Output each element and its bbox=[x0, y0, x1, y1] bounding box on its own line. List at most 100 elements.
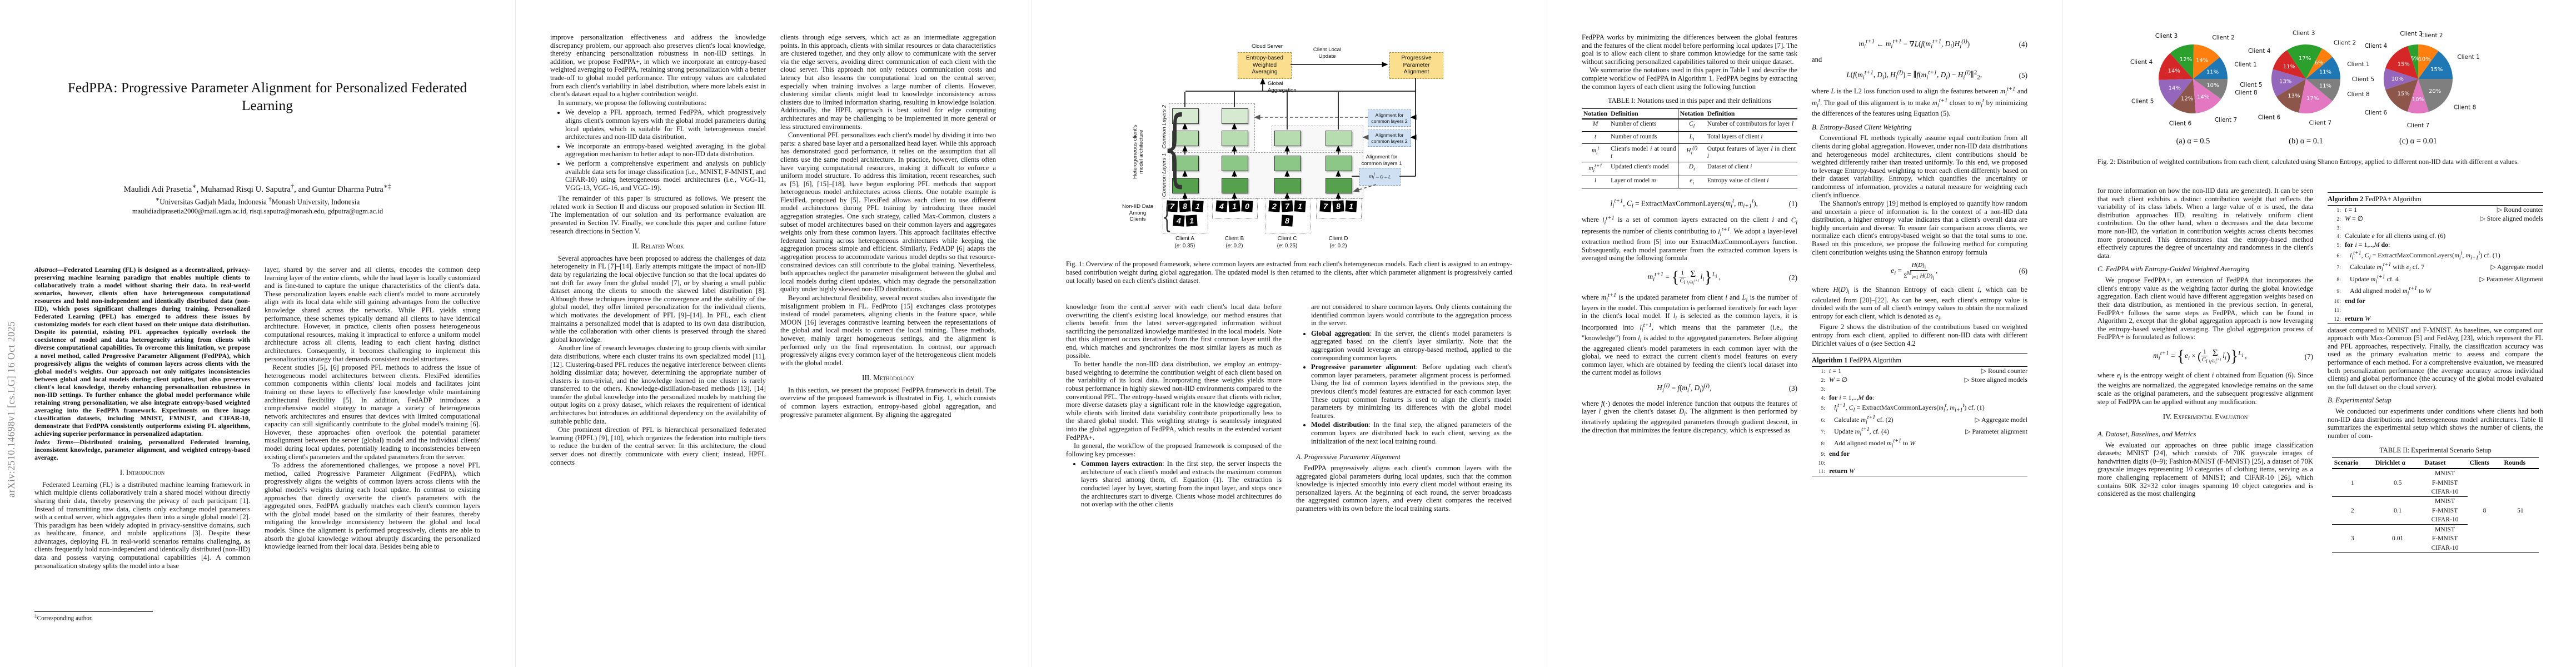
list-item: We develop a PFL approach, termed FedPPA… bbox=[565, 108, 766, 141]
model-layer-box bbox=[1172, 108, 1199, 124]
algorithm-statement: Add aligned model mit+1 to W bbox=[1829, 438, 1916, 449]
algorithm-line: 5: lit+1, Cl = ExtractMaxCommonLayers(mi… bbox=[1812, 402, 2027, 414]
table-cell bbox=[2502, 496, 2539, 506]
list-item: Progressive parameter alignment: Before … bbox=[1311, 363, 1512, 420]
pie-slice-client-4 bbox=[2158, 53, 2193, 80]
paper-authors: Maulidi Adi Prasetia∗, Muhamad Risqi U. … bbox=[123, 182, 392, 194]
svg-text:20%: 20% bbox=[2429, 88, 2441, 94]
table-cell bbox=[2373, 496, 2423, 506]
paper-emails: maulidiadiprasetia2000@mail.ugm.ac.id, r… bbox=[132, 207, 383, 215]
algorithm-line: 6: lit+1, Cl = ExtractMaxCommonLayers(mi… bbox=[2328, 250, 2543, 261]
algorithm-line: 1:t = 1▷ Round counter bbox=[1812, 367, 2027, 376]
column-2: layer, shared by the server and all clie… bbox=[265, 266, 480, 623]
algorithm-statement bbox=[1829, 385, 2027, 394]
pie-slice-client-5 bbox=[2271, 69, 2306, 97]
table-cell bbox=[2373, 543, 2423, 552]
algorithm-line-number: 10: bbox=[1818, 460, 1825, 466]
table-cell bbox=[2502, 478, 2539, 487]
svg-text:Client 6: Client 6 bbox=[2258, 114, 2281, 121]
equation-body: mit+1 ← mit+1 − ∇L(f(mit+1, Di)Hi(l)) bbox=[1858, 38, 1970, 51]
paragraph: To address the aforementioned challenges… bbox=[265, 461, 480, 551]
model-layer-box bbox=[1326, 178, 1352, 193]
table-cell: CIFAR-10 bbox=[2431, 544, 2459, 551]
pie-slice-client-7 bbox=[2299, 79, 2333, 114]
paragraph: clients through edge servers, which act … bbox=[780, 33, 996, 131]
algorithm-comment: ▷ Aggregate model bbox=[1975, 415, 2027, 424]
section-heading: I. Introduction bbox=[119, 468, 165, 477]
equation-number: (2) bbox=[1788, 273, 1797, 282]
equation-body: L(f(mit+1, Di), Hi(l)) = ∥f(mit+1, Di) −… bbox=[1846, 69, 1982, 81]
svg-text:11%: 11% bbox=[2319, 83, 2331, 89]
table-row: MNIST bbox=[2331, 496, 2539, 506]
mnist-digit: 0 bbox=[1241, 200, 1253, 212]
algorithm-statement: Calculate e for all clients using cf. (6… bbox=[2345, 232, 2446, 240]
equation: Hi(l) = f(mit, Di)(l),(3) bbox=[1582, 382, 1797, 395]
paragraph: Conventional PFL personalizes each clien… bbox=[780, 131, 996, 293]
svg-text:Client 8: Client 8 bbox=[2347, 91, 2369, 98]
svg-text:Client 5: Client 5 bbox=[2352, 76, 2374, 83]
algorithm-line: 2:W = ∅▷ Store aligned models bbox=[2328, 215, 2543, 223]
bullet-list: Global aggregation: In the server, the c… bbox=[1296, 330, 1512, 446]
algorithm-line-number: 9: bbox=[2336, 288, 2341, 295]
algorithm-line: 3: bbox=[2328, 223, 2543, 232]
svg-text:15%: 15% bbox=[2430, 67, 2443, 73]
table-cell: mit+1 bbox=[1582, 161, 1610, 176]
algorithm-line: 10: bbox=[1812, 459, 2027, 467]
algorithm-line: 10:end for bbox=[2328, 297, 2543, 306]
algorithm-statement bbox=[2345, 223, 2543, 232]
mnist-digit: 4 bbox=[1172, 215, 1185, 227]
algorithm-statement: t = 1 bbox=[2345, 206, 2358, 214]
paragraph: Federated Learning (FL) is a distributed… bbox=[34, 480, 250, 570]
column-header: Notation bbox=[1678, 108, 1706, 120]
algorithm-line: 6: Calculate mit+1 cf. (2)▷ Aggregate mo… bbox=[1812, 414, 2027, 426]
table-cell bbox=[2502, 543, 2539, 552]
algorithm-line-number: 7: bbox=[1821, 429, 1825, 436]
table-cell bbox=[2502, 469, 2539, 478]
table-cell bbox=[2373, 515, 2423, 525]
algorithm-line-number: 9: bbox=[1821, 451, 1825, 457]
paragraph: where f(·) denotes the model inference f… bbox=[1582, 399, 1797, 434]
svg-text:Client 3: Client 3 bbox=[2400, 31, 2422, 37]
mnist-digit: 8 bbox=[1179, 200, 1191, 212]
pie-slice-client-7 bbox=[2407, 79, 2429, 114]
svg-text:Client 3: Client 3 bbox=[2155, 33, 2178, 39]
svg-text:Client 8: Client 8 bbox=[2235, 89, 2257, 96]
paragraph: In summary, we propose the following con… bbox=[558, 98, 707, 107]
svg-text:(a) α = 0.5: (a) α = 0.5 bbox=[2176, 137, 2210, 146]
table-cell: 2 bbox=[2350, 506, 2354, 514]
column-header: Dataset bbox=[2422, 457, 2468, 469]
table-row: CIFAR-10 bbox=[2332, 515, 2539, 525]
paragraph: for more information on how the non-IID … bbox=[2097, 187, 2313, 260]
table-cell: 8 bbox=[2483, 506, 2487, 514]
algorithm-line: 8: Add aligned model mit+1 to W bbox=[1812, 437, 2027, 449]
algorithm-title: Algorithm 2 FedPPA+ Algorithm bbox=[2328, 192, 2543, 206]
table-cell: Dataset of client i bbox=[1705, 161, 1797, 176]
equation-number: (6) bbox=[2019, 267, 2027, 276]
pie-slice-client-5 bbox=[2383, 68, 2418, 90]
algorithm-statement: W = ∅ bbox=[1829, 376, 1848, 384]
paragraph: In this section, we present the proposed… bbox=[780, 386, 996, 419]
page-1-columns: Abstract—Federated Learning (FL) is desi… bbox=[34, 266, 481, 623]
table-cell bbox=[2502, 515, 2539, 525]
paragraph: and bbox=[1812, 55, 1822, 63]
section-heading: II. Related Work bbox=[632, 242, 684, 251]
algorithm-line: 12:return W bbox=[2328, 315, 2543, 323]
table-cell: 1 bbox=[2350, 479, 2354, 486]
column-1: knowledge from the central server with e… bbox=[1066, 303, 1282, 648]
svg-text:15%: 15% bbox=[2398, 62, 2410, 68]
equation-number: (3) bbox=[1788, 384, 1797, 393]
algorithm-statement: return W bbox=[1829, 467, 1855, 475]
svg-text:10%: 10% bbox=[2391, 76, 2404, 82]
algorithm-line: 4:Calculate e for all clients using cf. … bbox=[2328, 232, 2543, 241]
